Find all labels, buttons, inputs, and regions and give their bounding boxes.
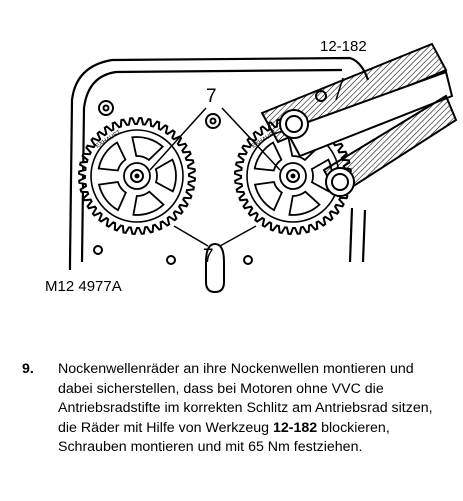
callout-number-top: 7 xyxy=(206,86,217,107)
tool-number-label: 12-182 xyxy=(320,38,367,55)
callout-number-bottom: 7 xyxy=(203,246,214,267)
center-slot xyxy=(205,242,225,294)
gear-rim xyxy=(90,129,184,223)
gear-bolt-center xyxy=(134,173,140,179)
callout-leaders xyxy=(149,107,281,247)
gear-spoke-window xyxy=(97,141,127,172)
gear-spoke-window xyxy=(132,190,165,216)
gear-spoke-window xyxy=(131,136,165,162)
step-tool-reference: 12-182 xyxy=(273,419,318,436)
cylinder-head-outline xyxy=(68,56,370,270)
gear-spoke-window xyxy=(97,181,127,212)
gear-spoke-window xyxy=(154,158,177,193)
gear-spoke-window xyxy=(253,181,283,212)
camshaft-gear-illustration: EXHAUST EXHAUST 12-182 7 7 M12 4977A xyxy=(45,38,458,295)
step-text: Nockenwellenräder an ihre Nockenwellen m… xyxy=(58,360,450,458)
gear-spoke-window xyxy=(288,190,321,216)
figure-reference-id: M12 4977A xyxy=(45,278,122,295)
step-text-part-1: Nockenwellenräder an ihre Nockenwellen m… xyxy=(58,361,433,436)
step-text-part-2: blockieren, Schrauben montieren und mit … xyxy=(58,419,390,456)
illustration-drawing: EXHAUST EXHAUST xyxy=(68,42,458,294)
locking-tool-12-182 xyxy=(260,42,458,198)
gear-bolt-center xyxy=(290,173,296,179)
camshaft-gear-left: EXHAUST xyxy=(77,116,197,236)
step-number: 9. xyxy=(22,361,34,377)
